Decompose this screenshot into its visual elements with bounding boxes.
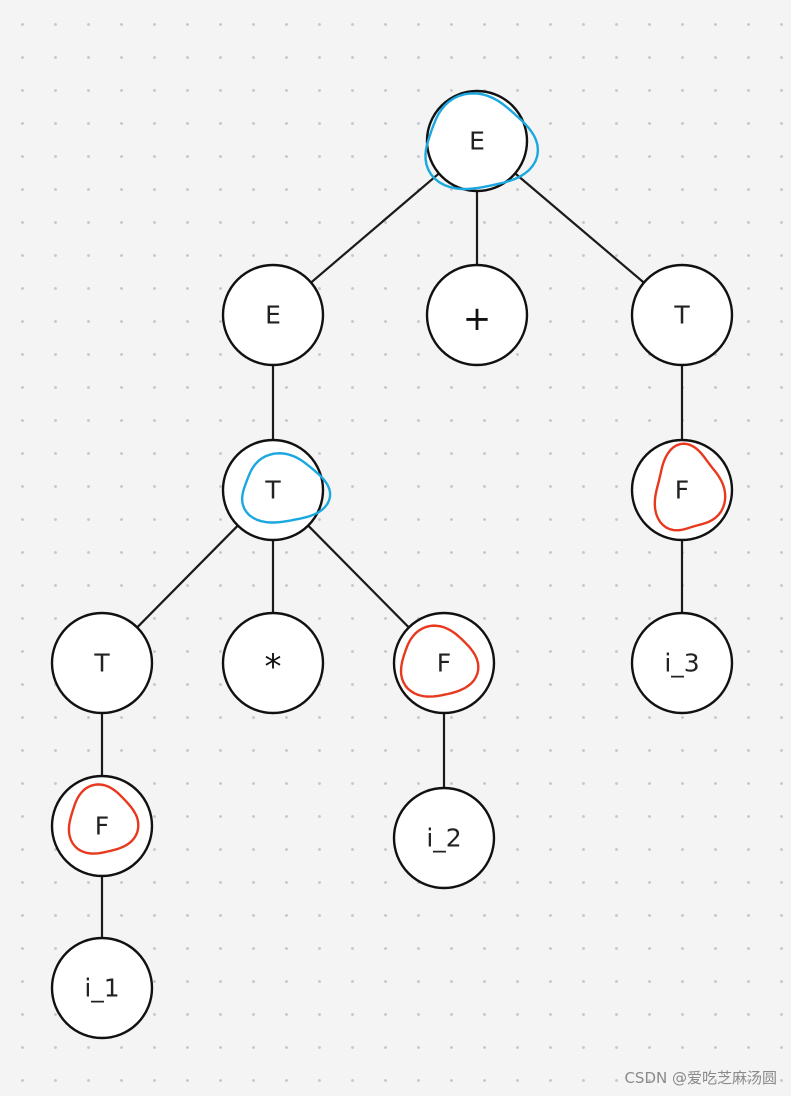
node-label: T: [673, 301, 690, 330]
node-n11: F: [50, 774, 154, 878]
node-circle: [392, 786, 496, 890]
highlight-scribble-n6: [653, 442, 727, 532]
tree-edges: [100, 172, 684, 938]
node-circle: [221, 611, 325, 715]
handdrawn-marks: [67, 92, 727, 855]
node-label: i_2: [426, 824, 461, 853]
node-label: T: [264, 476, 281, 505]
node-circle: [50, 611, 154, 715]
edge-n1-n4: [514, 172, 645, 284]
node-circle: [425, 263, 529, 367]
node-label: F: [675, 476, 689, 505]
node-label: E: [265, 301, 281, 330]
node-label: F: [437, 649, 451, 678]
node-label: +: [463, 299, 492, 339]
node-n7: T: [50, 611, 154, 715]
node-circle: [630, 611, 734, 715]
node-n10: i_3: [630, 611, 734, 715]
node-label: E: [469, 127, 485, 156]
node-n9: F: [392, 611, 496, 715]
node-n8: *: [221, 611, 325, 715]
edge-n5-n7: [136, 524, 239, 629]
node-label: *: [265, 647, 282, 687]
node-circle: [50, 936, 154, 1040]
node-n4: T: [630, 263, 734, 367]
node-circle: [630, 263, 734, 367]
highlight-scribble-n11: [67, 783, 140, 855]
edge-n1-n2: [310, 172, 440, 284]
node-n2: E: [221, 263, 325, 367]
node-n13: i_1: [50, 936, 154, 1040]
node-label: F: [95, 812, 109, 841]
node-label: i_3: [664, 649, 699, 678]
node-circle: [221, 263, 325, 367]
node-n6: F: [630, 438, 734, 542]
highlight-scribble-n1: [424, 92, 540, 191]
node-label: T: [93, 649, 110, 678]
watermark: CSDN @爱吃芝麻汤圆: [624, 1069, 777, 1087]
highlight-scribble-n9: [399, 624, 480, 698]
node-label: i_1: [84, 974, 119, 1003]
highlight-scribble-n5: [240, 452, 332, 524]
node-circle: [392, 611, 496, 715]
edge-n5-n9: [307, 524, 410, 629]
node-n12: i_2: [392, 786, 496, 890]
node-n3: +: [425, 263, 529, 367]
node-n1: E: [425, 89, 529, 193]
